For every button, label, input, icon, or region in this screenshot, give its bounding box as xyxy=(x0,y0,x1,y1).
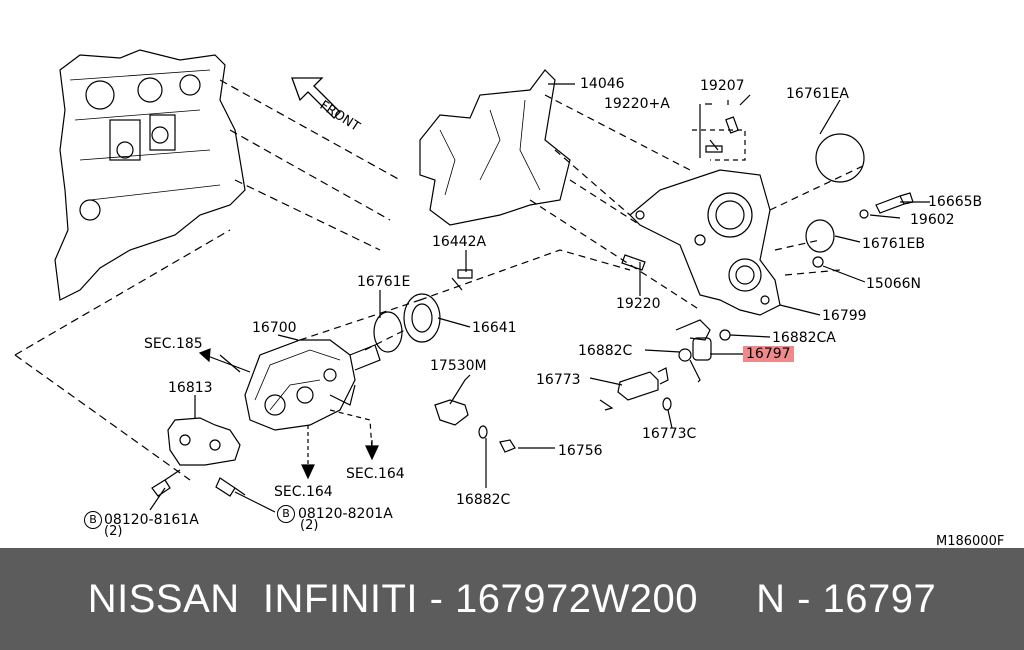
label-sec164-right: SEC.164 xyxy=(346,466,405,482)
label-bolt-08120-8161a-qty: (2) xyxy=(104,524,123,539)
label-16797-highlighted: 16797 xyxy=(743,346,794,362)
label-19602: 19602 xyxy=(910,212,955,228)
label-16882c-lower: 16882C xyxy=(456,492,511,508)
part-number-caption: NISSAN INFINITI - 167972W200 N - 16797 xyxy=(87,576,937,621)
exploded-view-drawing xyxy=(14,49,930,513)
label-16665b: 16665B xyxy=(928,194,983,210)
label-16761eb: 16761EB xyxy=(862,236,925,252)
label-16761e: 16761E xyxy=(357,274,411,290)
label-16773: 16773 xyxy=(536,372,581,388)
label-sec164-left: SEC.164 xyxy=(274,484,333,500)
label-16882ca: 16882CA xyxy=(772,330,836,346)
label-19220a: 19220+A xyxy=(604,96,670,112)
label-16641: 16641 xyxy=(472,320,517,336)
label-16813: 16813 xyxy=(168,380,213,396)
diagram-code: M186000F xyxy=(936,534,1005,549)
label-14046: 14046 xyxy=(580,76,625,92)
label-16882c-upper: 16882C xyxy=(578,343,633,359)
label-16700: 16700 xyxy=(252,320,297,336)
footer-banner: NISSAN INFINITI - 167972W200 N - 16797 xyxy=(0,548,1024,650)
label-16799: 16799 xyxy=(822,308,867,324)
label-16761ea: 16761EA xyxy=(786,86,849,102)
label-bolt-08120-8201a: 08120-8201A xyxy=(298,506,393,522)
parts-diagram: FRONT 14046 19207 19220+A 16761EA 16665B… xyxy=(14,49,1005,549)
b-marker-right: B xyxy=(277,505,295,523)
label-19207: 19207 xyxy=(700,78,745,94)
label-sec185: SEC.185 xyxy=(144,336,203,352)
label-16756: 16756 xyxy=(558,443,603,459)
label-19220: 19220 xyxy=(616,296,661,312)
label-15066n: 15066N xyxy=(866,276,922,292)
label-17530m: 17530M xyxy=(430,358,487,374)
label-16773c: 16773C xyxy=(642,426,697,442)
label-16442a: 16442A xyxy=(432,234,487,250)
label-bolt-08120-8161a: 08120-8161A xyxy=(104,512,199,528)
b-marker-left: B xyxy=(84,511,102,529)
label-bolt-08120-8201a-qty: (2) xyxy=(300,518,319,533)
